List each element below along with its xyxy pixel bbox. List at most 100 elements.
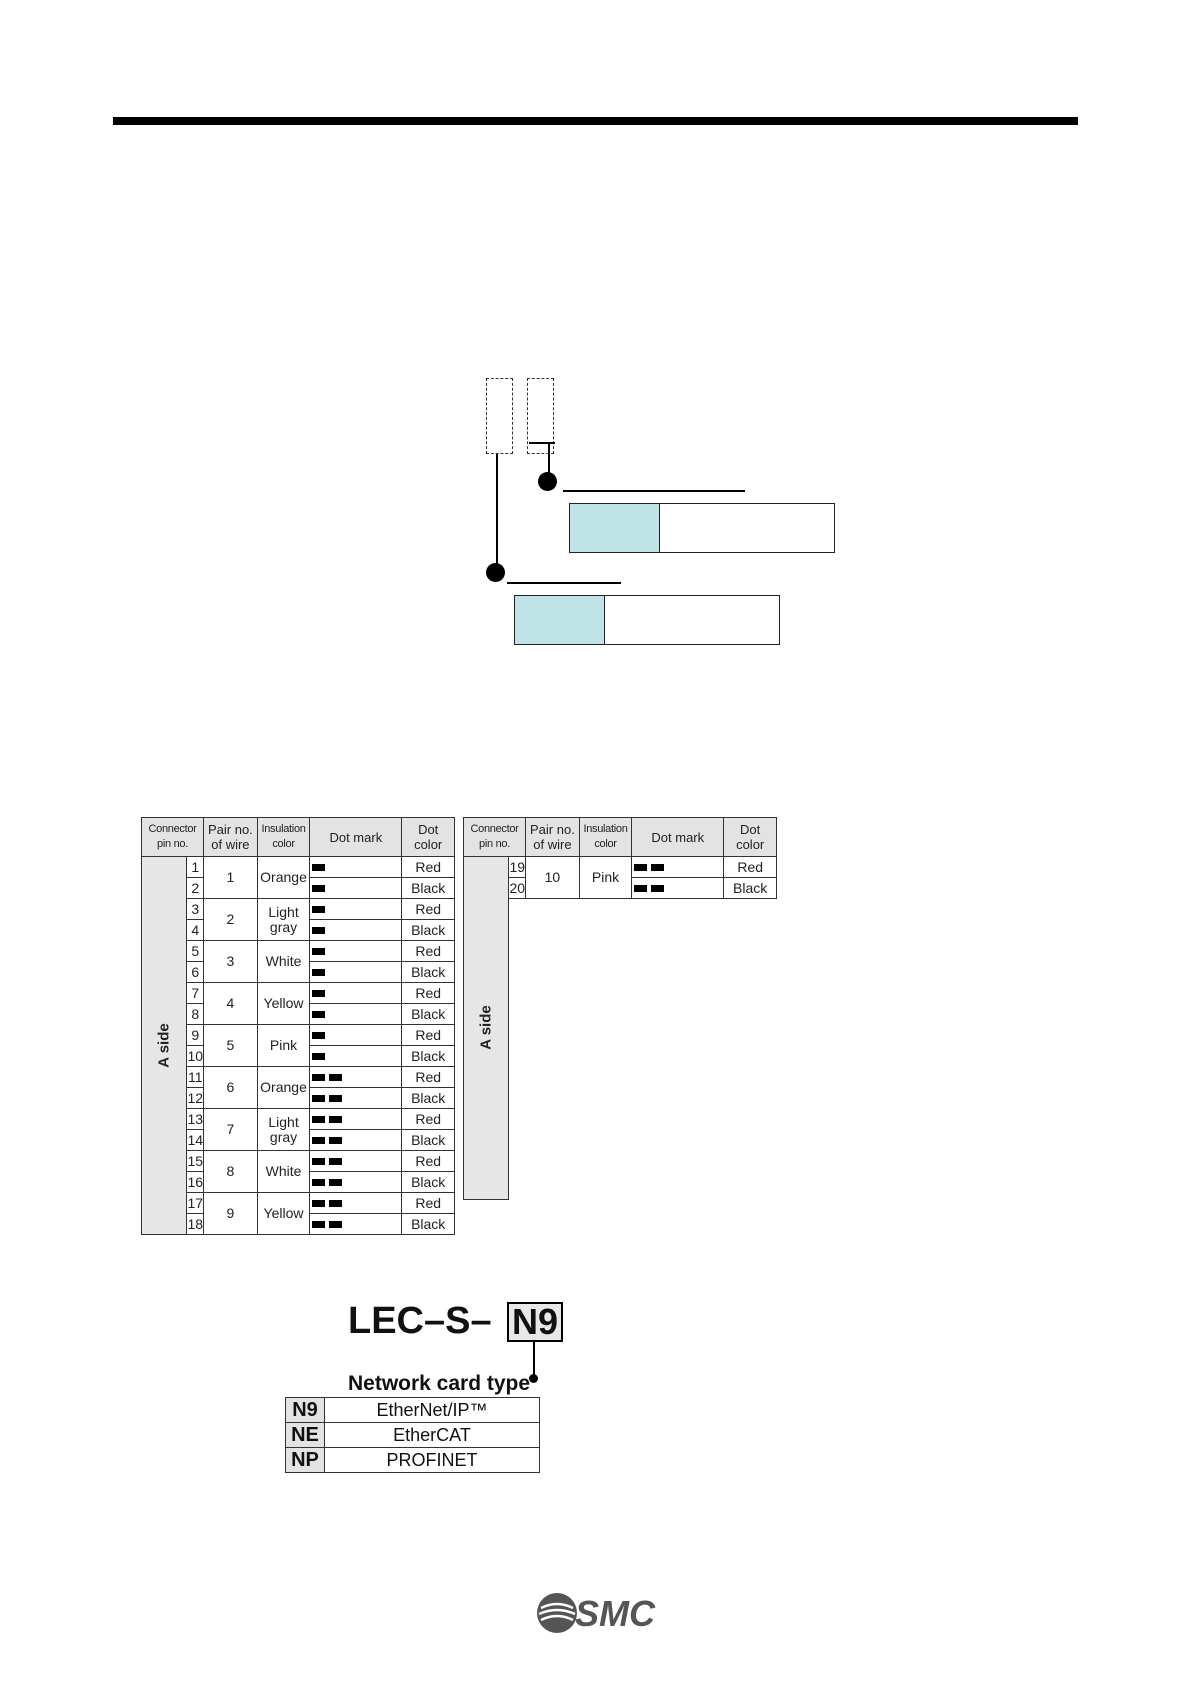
dot-mark bbox=[651, 864, 665, 872]
smc-logo-text: SMC bbox=[575, 1593, 656, 1634]
pin-cell: 7 bbox=[186, 982, 205, 1004]
dot-color-cell: Black bbox=[401, 1171, 455, 1193]
pin-cell: 20 bbox=[508, 877, 527, 899]
filler-row bbox=[464, 959, 777, 979]
dot-mark bbox=[312, 1137, 326, 1145]
filler-row bbox=[464, 1019, 777, 1039]
filler-cell bbox=[509, 979, 777, 999]
slot-2-label-line bbox=[563, 490, 745, 492]
column-header: Insulation color bbox=[256, 817, 311, 857]
pin-cell: 3 bbox=[186, 898, 205, 920]
dot-mark bbox=[312, 969, 326, 977]
filler-cell bbox=[509, 1019, 777, 1039]
pin-cell: 15 bbox=[186, 1150, 205, 1172]
dot-mark-cell bbox=[309, 1045, 403, 1067]
dot-mark bbox=[312, 1200, 326, 1208]
dot-mark bbox=[312, 1032, 326, 1040]
column-header: Dot mark bbox=[631, 817, 725, 857]
filler-row bbox=[464, 1179, 777, 1199]
dot-mark-cell bbox=[309, 877, 403, 899]
pair-cell: 3 bbox=[203, 940, 258, 983]
filler-cell bbox=[509, 1079, 777, 1099]
pair-cell: 9 bbox=[203, 1192, 258, 1235]
column-header: Dot mark bbox=[309, 817, 403, 857]
dot-mark bbox=[329, 1137, 343, 1145]
slot-1-code-table bbox=[514, 595, 780, 645]
side-label-cell: A side bbox=[140, 856, 188, 1235]
dot-mark-cell bbox=[309, 1192, 403, 1214]
dot-mark bbox=[329, 1221, 343, 1229]
dot-mark-cell bbox=[309, 1150, 403, 1172]
network-card-code: N9 bbox=[285, 1397, 325, 1423]
dot-mark-cell bbox=[309, 1129, 403, 1151]
filler-row bbox=[464, 1119, 777, 1139]
filler-row bbox=[464, 1139, 777, 1159]
filler-cell bbox=[509, 1159, 777, 1179]
pair-cell: 10 bbox=[525, 856, 580, 899]
filler-row bbox=[464, 979, 777, 999]
filler-row bbox=[464, 1099, 777, 1119]
smc-logo-mark: SMC bbox=[537, 1593, 656, 1634]
pin-cell: 14 bbox=[186, 1129, 205, 1151]
pin-cell: 5 bbox=[186, 940, 205, 962]
pin-cell: 19 bbox=[508, 856, 527, 878]
dot-mark-cell bbox=[309, 982, 403, 1004]
filler-row bbox=[464, 1079, 777, 1099]
dot-color-cell: Black bbox=[401, 1087, 455, 1109]
dot-color-cell: Black bbox=[401, 919, 455, 941]
dot-mark-cell bbox=[309, 1087, 403, 1109]
dot-mark bbox=[329, 1095, 343, 1103]
slot-2-code-table bbox=[569, 503, 835, 553]
slot-2-underline bbox=[529, 442, 555, 444]
filler-row bbox=[464, 1059, 777, 1079]
dot-color-cell: Black bbox=[723, 877, 777, 899]
dot-mark bbox=[312, 1053, 326, 1061]
side-label: A side bbox=[477, 1005, 495, 1050]
pin-cell: 13 bbox=[186, 1108, 205, 1130]
insulation-color-cell: White bbox=[256, 940, 311, 983]
filler-cell bbox=[509, 939, 777, 959]
dot-mark bbox=[329, 1158, 343, 1166]
filler-cell bbox=[509, 1119, 777, 1139]
insulation-color-cell: White bbox=[256, 1150, 311, 1193]
insulation-color-cell: Orange bbox=[256, 1066, 311, 1109]
pin-cell: 8 bbox=[186, 1003, 205, 1025]
column-header: Connector pin no. bbox=[462, 817, 527, 857]
dot-color-cell: Black bbox=[401, 1045, 455, 1067]
model-option-box: N9 bbox=[507, 1302, 563, 1342]
insulation-color-cell: Yellow bbox=[256, 982, 311, 1025]
model-leader bbox=[533, 1342, 535, 1378]
filler-row bbox=[464, 1039, 777, 1059]
column-header: Pair no. of wire bbox=[203, 817, 258, 857]
table-row: 20 Black bbox=[464, 877, 777, 899]
insulation-color-cell: Pink bbox=[578, 856, 633, 899]
slot-2-leader bbox=[548, 442, 550, 480]
insulation-color-cell: Light gray bbox=[256, 898, 311, 941]
dot-mark bbox=[312, 1011, 326, 1019]
pin-cell: 18 bbox=[186, 1213, 205, 1235]
code-slot-1 bbox=[486, 378, 513, 454]
filler-row bbox=[464, 1159, 777, 1179]
filler-cell bbox=[509, 919, 777, 939]
filler-cell bbox=[509, 1139, 777, 1159]
dot-mark-cell bbox=[309, 1066, 403, 1088]
dot-mark bbox=[312, 1074, 326, 1082]
dot-mark-cell bbox=[309, 919, 403, 941]
column-header: Pair no. of wire bbox=[525, 817, 580, 857]
dot-mark bbox=[329, 1200, 343, 1208]
dot-color-cell: Red bbox=[401, 1066, 455, 1088]
pin-cell: 4 bbox=[186, 919, 205, 941]
network-card-name: PROFINET bbox=[324, 1447, 540, 1473]
